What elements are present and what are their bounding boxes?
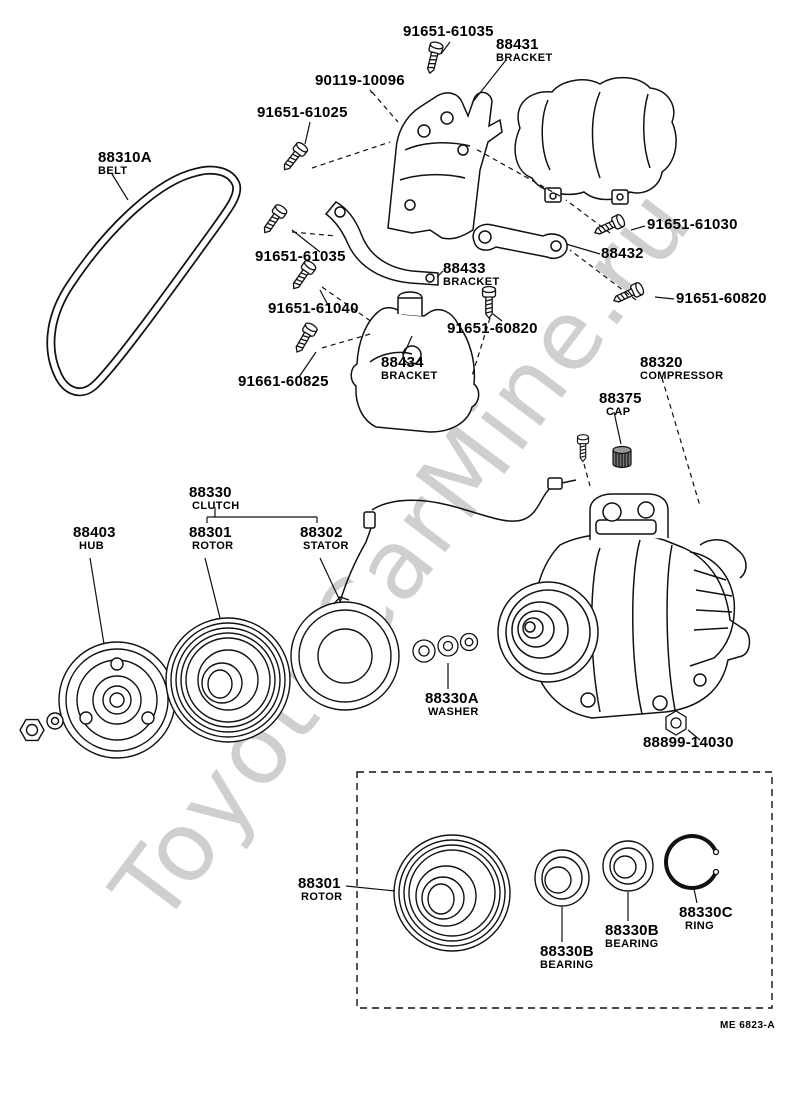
- label-88302: 88302 STATOR: [300, 524, 349, 553]
- part-number: 88432: [601, 245, 644, 262]
- link-88432-drawing: [472, 223, 568, 259]
- part-number: 88301: [189, 524, 232, 541]
- label-88330B-1: 88330B BEARING: [540, 943, 594, 972]
- part-number: 88375: [599, 390, 642, 407]
- compressor-88320-drawing: [497, 493, 751, 719]
- part-number: 91651-61030: [647, 216, 738, 233]
- cap-88375-drawing: [612, 445, 632, 469]
- nut-washer-drawing: [19, 712, 64, 742]
- washers-88330A-drawing: [412, 632, 479, 663]
- part-number: 91651-60820: [676, 290, 767, 307]
- rotor-88301-bottom-drawing: [393, 834, 511, 952]
- part-number: 88330: [189, 484, 232, 501]
- part-number: 88302: [300, 524, 343, 541]
- part-name: BRACKET: [443, 276, 500, 289]
- bearing-88330B-2-drawing: [602, 840, 654, 892]
- bolt-icon: [422, 40, 445, 76]
- label-88310A: 88310A BELT: [98, 149, 152, 178]
- bolt-icon: [258, 202, 289, 237]
- bolt-icon: [481, 285, 497, 319]
- part-name: CLUTCH: [192, 500, 240, 513]
- bolt-icon: [278, 140, 310, 175]
- bracket-88431-drawing: [387, 91, 503, 240]
- part-number: 88310A: [98, 149, 152, 166]
- stator-88302-drawing: [290, 596, 400, 711]
- label-88433: 88433 BRACKET: [443, 260, 500, 289]
- label-91651-61030: 91651-61030: [647, 216, 738, 233]
- label-88403: 88403 HUB: [73, 524, 116, 553]
- label-88301-bottom: 88301 ROTOR: [298, 875, 343, 904]
- label-90119-10096: 90119-10096: [315, 72, 405, 89]
- label-88330: 88330 CLUTCH: [189, 484, 240, 513]
- part-name: BRACKET: [381, 370, 438, 383]
- part-number: 88899-14030: [643, 734, 734, 751]
- bracket-88434-drawing: [350, 291, 480, 433]
- label-88432: 88432: [601, 245, 644, 262]
- part-name: ROTOR: [301, 891, 343, 904]
- label-88330C: 88330C RING: [679, 904, 733, 933]
- part-number: 88403: [73, 524, 116, 541]
- inset-box: [356, 771, 773, 1009]
- label-91651-61040: 91651-61040: [268, 300, 359, 317]
- label-88899-14030: 88899-14030: [643, 734, 734, 751]
- part-number: 88330B: [605, 922, 659, 939]
- part-number: 91651-61035: [255, 248, 346, 265]
- part-number: 91651-61035: [403, 23, 494, 40]
- part-name: CAP: [606, 406, 631, 419]
- part-number: 91651-60820: [447, 320, 538, 337]
- part-name: BEARING: [605, 938, 659, 951]
- label-91661-60825: 91661-60825: [238, 373, 329, 390]
- part-number: 91651-61040: [268, 300, 359, 317]
- part-name: COMPRESSOR: [640, 370, 724, 383]
- part-name: BELT: [98, 165, 128, 178]
- part-number: 88330B: [540, 943, 594, 960]
- part-name: WASHER: [428, 706, 479, 719]
- belt-drawing: [46, 165, 242, 397]
- label-91651-61025: 91651-61025: [257, 104, 348, 121]
- part-number: 88433: [443, 260, 486, 277]
- label-88330A: 88330A WASHER: [425, 690, 479, 719]
- wire-harness-drawing: [339, 477, 577, 603]
- part-name: HUB: [79, 540, 105, 553]
- part-number: 88434: [381, 354, 424, 371]
- part-number: 91661-60825: [238, 373, 329, 390]
- part-number: 88320: [640, 354, 683, 371]
- bearing-88330B-1-drawing: [534, 849, 590, 907]
- part-name: STATOR: [303, 540, 349, 553]
- part-name: ROTOR: [192, 540, 234, 553]
- bolt-icon: [576, 434, 590, 463]
- label-88301-top: 88301 ROTOR: [189, 524, 234, 553]
- bracket-88433-drawing: [324, 201, 439, 286]
- label-91651-60820-right: 91651-60820: [676, 290, 767, 307]
- part-number: 91651-61025: [257, 104, 348, 121]
- diagram-code: ME 6823-A: [720, 1020, 776, 1031]
- label-88434: 88434 BRACKET: [381, 354, 438, 383]
- snap-ring-88330C-drawing: [664, 834, 720, 890]
- part-name: BRACKET: [496, 52, 553, 65]
- part-name: BEARING: [540, 959, 594, 972]
- leader-lines: [89, 41, 701, 942]
- label-91651-61035-left: 91651-61035: [255, 248, 346, 265]
- part-number: 88431: [496, 36, 539, 53]
- bolt-icon: [290, 320, 320, 356]
- part-number: 88330A: [425, 690, 479, 707]
- label-88375: 88375 CAP: [599, 390, 642, 419]
- label-88330B-2: 88330B BEARING: [605, 922, 659, 951]
- dashed-leader-lines: [291, 91, 701, 507]
- label-91651-60820-mid: 91651-60820: [447, 320, 538, 337]
- compressor-outline-drawing: [514, 76, 677, 205]
- label-88320: 88320 COMPRESSOR: [640, 354, 724, 383]
- part-number: 88330C: [679, 904, 733, 921]
- rotor-88301-drawing: [165, 617, 291, 743]
- part-number: 88301: [298, 875, 341, 892]
- bolt-icon: [591, 212, 627, 240]
- part-number: 90119-10096: [315, 72, 405, 89]
- nut-88899-drawing: [665, 710, 687, 736]
- label-88431: 88431 BRACKET: [496, 36, 553, 65]
- label-91651-61035-top: 91651-61035: [403, 23, 494, 40]
- hub-88403-drawing: [58, 641, 176, 759]
- part-name: RING: [685, 920, 715, 933]
